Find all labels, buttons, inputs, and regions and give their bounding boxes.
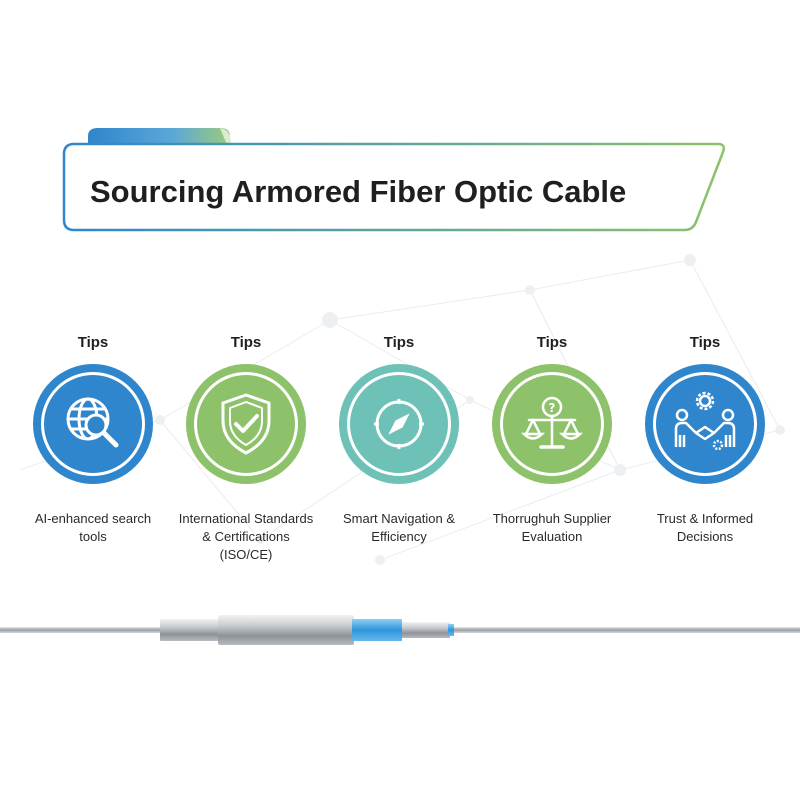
tip-badge	[339, 364, 459, 484]
tip-label: AI-enhanced search tools	[34, 511, 152, 544]
tip-supplier-evaluation: Tips ? Thorrughuh Supplier Ev	[477, 330, 627, 546]
tip-heading: Tips	[77, 334, 109, 351]
banner-frame	[62, 128, 726, 232]
svg-text:?: ?	[549, 401, 556, 415]
tip-heading: Tips	[230, 334, 262, 351]
tip-trust: Tips Trust & In	[630, 330, 780, 546]
tip-badge: ?	[492, 364, 612, 484]
tip-heading: Tips	[536, 334, 568, 351]
tip-badge	[645, 364, 765, 484]
tip-badge	[186, 364, 306, 484]
handshake-gears-icon	[674, 391, 736, 451]
tips-row: Tips AI-enhanced search tools Tips	[0, 330, 800, 570]
tip-navigation: Tips Smart Navigation & Efficiency	[324, 330, 474, 546]
tip-standards: Tips International Standards & Certifica…	[171, 330, 321, 564]
tip-heading: Tips	[383, 334, 415, 351]
page-title: Sourcing Armored Fiber Optic Cable	[90, 174, 627, 209]
tip-label: Smart Navigation & Efficiency	[343, 511, 455, 544]
tip-label: Thorrughuh Supplier Evaluation	[492, 511, 612, 544]
tip-badge	[33, 364, 153, 484]
shield-check-icon	[221, 393, 271, 455]
armored-cable-illustration	[0, 615, 800, 645]
compass-icon	[374, 399, 424, 449]
tip-ai-search: Tips AI-enhanced search tools	[18, 330, 168, 546]
tip-heading: Tips	[689, 334, 721, 351]
balance-scale-icon: ?	[520, 396, 584, 449]
tip-label: Trust & Informed Decisions	[656, 511, 754, 544]
globe-search-icon	[66, 397, 119, 448]
tip-label: International Standards & Certifications…	[178, 511, 314, 562]
title-banner: Sourcing Armored Fiber Optic Cable	[60, 122, 732, 234]
